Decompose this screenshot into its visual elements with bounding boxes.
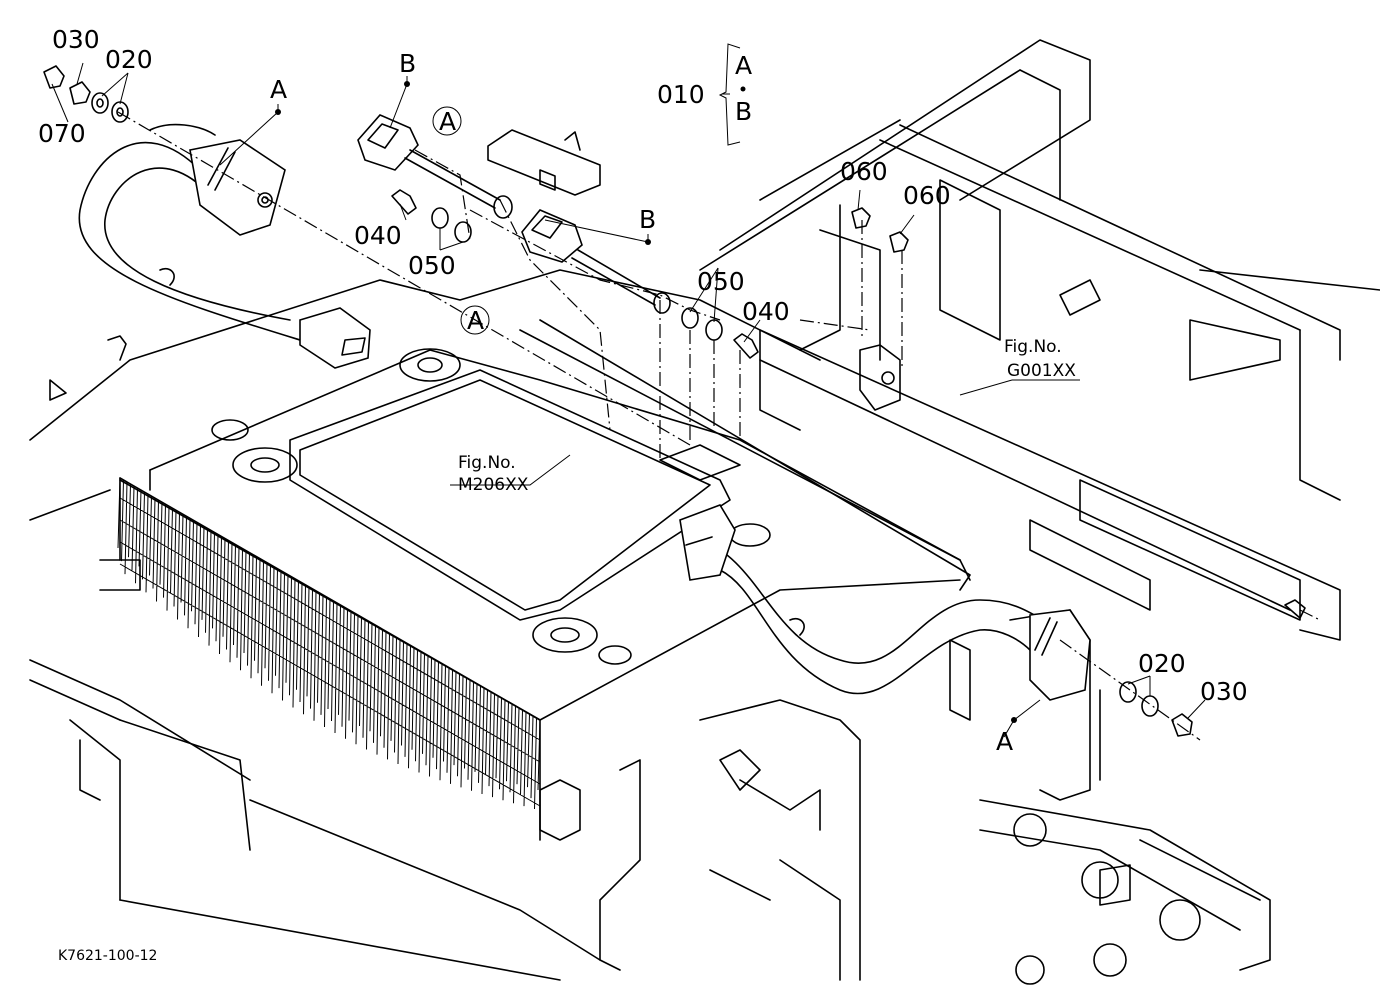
callout-020-right: 020 — [1138, 649, 1186, 678]
callout-050-left: 050 — [408, 251, 456, 280]
fig-ref-label: Fig.No. — [1004, 337, 1062, 357]
callout-050-right: 050 — [697, 267, 745, 296]
fig-ref-code: M206XX — [458, 475, 529, 495]
main-frame — [699, 39, 1380, 985]
callout-060-left: 060 — [840, 157, 888, 186]
callout-a-right: A — [996, 727, 1013, 756]
fig-ref-code: G001XX — [1007, 361, 1076, 381]
seat-belt-right — [679, 504, 1091, 701]
radiator-core — [117, 477, 541, 810]
callout-040-left: 040 — [354, 221, 402, 250]
circled-a-mid: A — [467, 306, 484, 335]
buckle-b-upper — [357, 114, 501, 209]
circled-a-top-ring — [432, 106, 462, 136]
callout-020-top: 020 — [105, 45, 153, 74]
hardware-nuts-060 — [851, 207, 909, 411]
callout-labels: 030 020 070 A B 010 A B A A B 040 050 06… — [38, 25, 1248, 756]
callout-a-belt: A — [270, 75, 287, 104]
callout-010: 010 — [657, 80, 705, 109]
figure-reference-m206: Fig.No. M206XX — [458, 453, 529, 495]
illustration-code: K7621-100-12 — [58, 948, 157, 964]
leader-lines — [51, 43, 1206, 738]
callout-070: 070 — [38, 119, 86, 148]
callout-b-buckle-2: B — [639, 205, 656, 234]
callout-b-buckle: B — [399, 49, 416, 78]
callout-030-top: 030 — [52, 25, 100, 54]
callout-010-brace-a: A — [735, 51, 752, 80]
front-chassis — [29, 269, 971, 981]
reference-brackets — [487, 129, 741, 481]
center-lines — [117, 111, 1321, 741]
circled-a-mid-ring — [460, 305, 490, 335]
figure-reference-g001: Fig.No. G001XX — [1004, 337, 1076, 381]
fig-ref-label: Fig.No. — [458, 453, 516, 473]
callout-030-right: 030 — [1200, 677, 1248, 706]
hardware-bottom-right — [1119, 599, 1306, 737]
callout-010-brace-b: B — [735, 97, 752, 126]
seat-belt-left — [78, 123, 371, 369]
callout-060-right: 060 — [903, 181, 951, 210]
callout-040-right: 040 — [742, 297, 790, 326]
buckle-b-lower — [521, 209, 661, 306]
circled-a-top: A — [439, 107, 456, 136]
